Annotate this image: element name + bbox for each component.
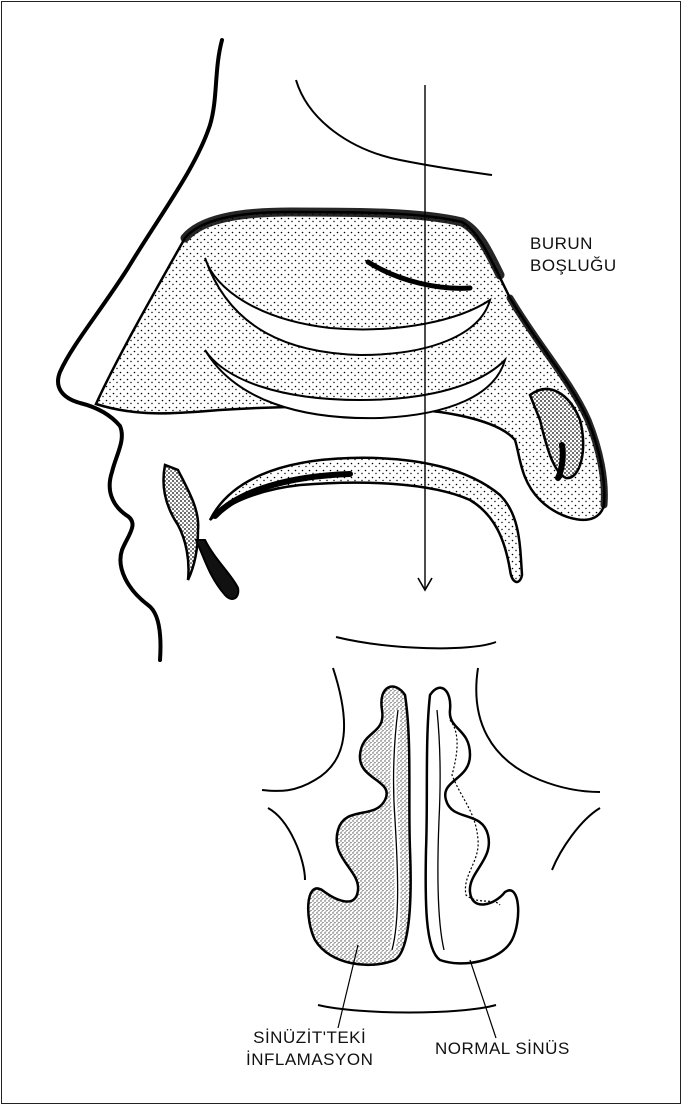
- hard-palate: [210, 458, 522, 582]
- sinusitis-label-line1: SİNÜZİT'TEKİ: [246, 1027, 373, 1049]
- skull-curve: [296, 80, 492, 175]
- nasal-cavity-label: BURUN BOŞLUĞU: [530, 233, 617, 277]
- sinusitis-inflammation-label: SİNÜZİT'TEKİ İNFLAMASYON: [246, 1027, 373, 1071]
- upper-teeth: [163, 465, 198, 580]
- normal-leader: [470, 960, 496, 1038]
- normal-sinus-label: NORMAL SİNÜS: [435, 1038, 570, 1060]
- nasal-cavity-label-line1: BURUN: [530, 233, 617, 255]
- lower-tooth: [196, 540, 238, 599]
- sinusitis-label-line2: İNFLAMASYON: [246, 1049, 373, 1071]
- nasal-cavity-label-line2: BOŞLUĞU: [530, 255, 617, 277]
